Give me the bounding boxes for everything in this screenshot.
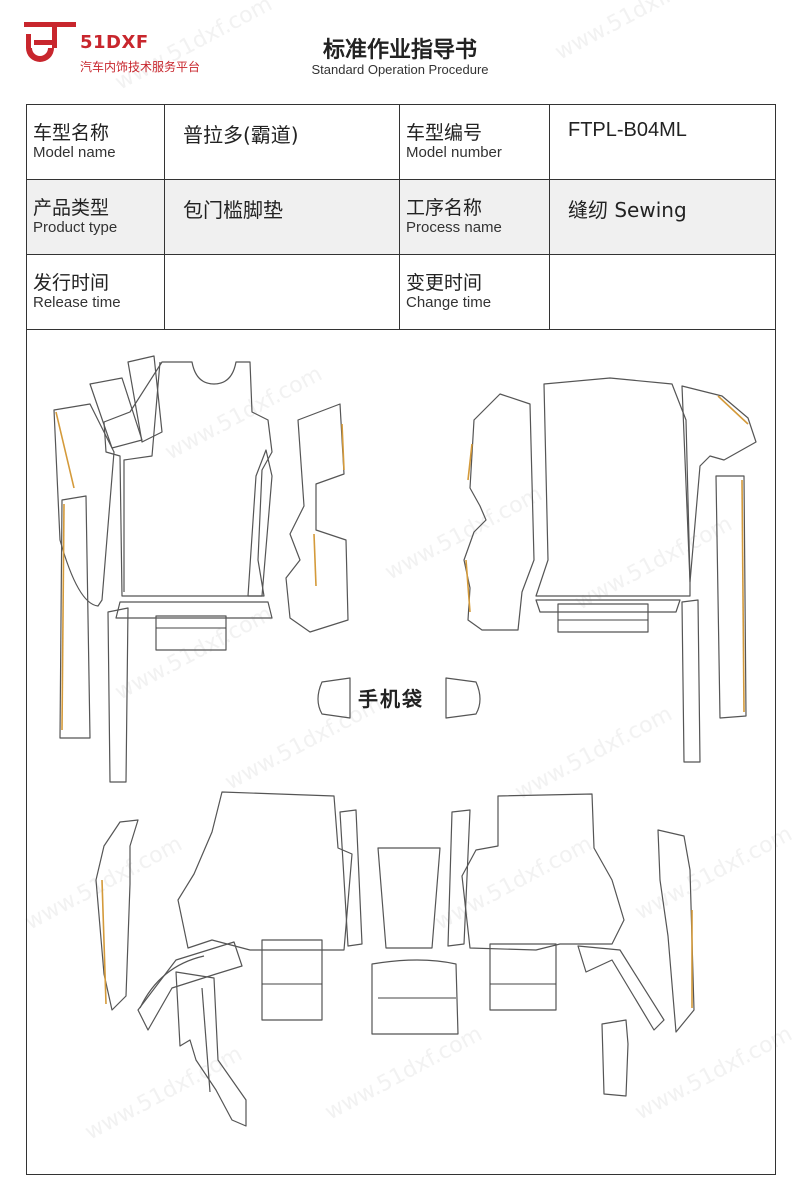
rear-left-wheel-strip <box>201 987 211 1093</box>
front-right-bar-2 <box>681 599 701 763</box>
release-time-value <box>164 254 400 330</box>
model-number-value: FTPL-B04ML <box>549 104 776 180</box>
seam-line-5 <box>467 443 473 481</box>
front-left-bar-2 <box>107 607 129 783</box>
change-time-label-zh: 变更时间 <box>406 272 483 294</box>
front-left-bar-1 <box>59 495 91 739</box>
front-left-tunnel <box>115 601 273 619</box>
front-left-strip <box>247 449 273 597</box>
rear-right-mat <box>461 793 625 951</box>
process-name-value: 缝纫 Sewing <box>549 179 776 255</box>
change-time-value <box>549 254 776 330</box>
rear-left-mat <box>177 791 353 951</box>
document-title: 标准作业指导书 <box>322 38 477 63</box>
seam-line-9 <box>101 879 107 1005</box>
brand-tagline: 汽车内饰技术服务平台 <box>80 60 201 74</box>
front-right-side <box>681 385 757 583</box>
product-type-label-zh: 产品类型 <box>33 197 110 219</box>
info-row-model: 车型名称 Model name 普拉多(霸道) 车型编号 Model numbe… <box>26 104 776 180</box>
pattern-drawing <box>53 355 757 1127</box>
rear-right-flap <box>447 809 471 947</box>
seam-line-4 <box>313 533 317 587</box>
rear-left-heelpad <box>261 939 323 1021</box>
brand-name: 51DXF <box>80 32 149 53</box>
document-header: 51DXF 汽车内饰技术服务平台 标准作业指导书 Standard Operat… <box>0 0 800 100</box>
product-type-value: 包门槛脚垫 <box>164 179 400 255</box>
seam-line-6 <box>465 559 471 613</box>
rear-left-side <box>95 819 139 1011</box>
rear-left-arc <box>137 941 243 1031</box>
process-name-label-zh: 工序名称 <box>406 197 483 219</box>
front-left-mat <box>103 361 273 597</box>
seam-line-1 <box>55 411 75 489</box>
phone-pocket-label: 手机袋 <box>358 687 424 711</box>
rear-right-side <box>657 829 695 1033</box>
model-name-label-zh: 车型名称 <box>33 122 110 144</box>
rear-right-wheel <box>601 1019 629 1097</box>
release-time-label-zh: 发行时间 <box>33 272 110 294</box>
rear-right-heelpad <box>489 943 557 1011</box>
seam-line-3 <box>341 423 345 471</box>
model-name-value: 普拉多(霸道) <box>164 104 400 180</box>
front-left-heelpad <box>155 615 227 651</box>
product-type-label-en: Product type <box>33 219 118 236</box>
brand-logo <box>24 22 76 62</box>
rear-right-tunnel-a <box>371 959 459 1035</box>
rear-left-tunnel-a <box>377 847 441 949</box>
release-time-label-en: Release time <box>33 294 121 311</box>
front-left-flap-1 <box>89 377 143 449</box>
seam-line-2 <box>61 503 65 731</box>
rear-right-arc <box>577 945 665 1031</box>
model-name-label-en: Model name <box>33 144 116 161</box>
model-number-label-en: Model number <box>406 144 502 161</box>
seam-line-8 <box>717 395 749 425</box>
phone-pocket-right <box>445 677 481 719</box>
process-name-label-en: Process name <box>406 219 502 236</box>
front-right-sill <box>463 393 535 631</box>
model-name-label: 车型名称 Model name <box>26 104 165 180</box>
rear-left-arc-inner <box>139 955 205 1009</box>
model-number-label-zh: 车型编号 <box>406 122 483 144</box>
seam-line-7 <box>741 479 745 713</box>
front-right-heelpad <box>557 603 649 633</box>
process-name-label: 工序名称 Process name <box>399 179 550 255</box>
model-number-label: 车型编号 Model number <box>399 104 550 180</box>
front-right-tunnel <box>535 599 681 613</box>
front-right-bar-1 <box>715 475 747 719</box>
rear-left-wheel <box>175 971 247 1127</box>
phone-pocket-left <box>317 677 351 719</box>
change-time-label: 变更时间 Change time <box>399 254 550 330</box>
release-time-label: 发行时间 Release time <box>26 254 165 330</box>
info-row-product: 产品类型 Product type 包门槛脚垫 工序名称 Process nam… <box>26 179 776 255</box>
front-right-mat <box>535 377 691 597</box>
rear-left-flap <box>339 809 363 947</box>
front-left-sill <box>285 403 349 633</box>
info-table: 车型名称 Model name 普拉多(霸道) 车型编号 Model numbe… <box>26 104 776 330</box>
document-subtitle: Standard Operation Procedure <box>311 62 489 77</box>
change-time-label-en: Change time <box>406 294 492 311</box>
product-type-label: 产品类型 Product type <box>26 179 165 255</box>
front-left-flap-2 <box>127 355 163 443</box>
pattern-drawing-frame <box>26 287 776 1175</box>
info-row-time: 发行时间 Release time 变更时间 Change time <box>26 254 776 330</box>
front-left-mat-inner <box>123 361 161 592</box>
